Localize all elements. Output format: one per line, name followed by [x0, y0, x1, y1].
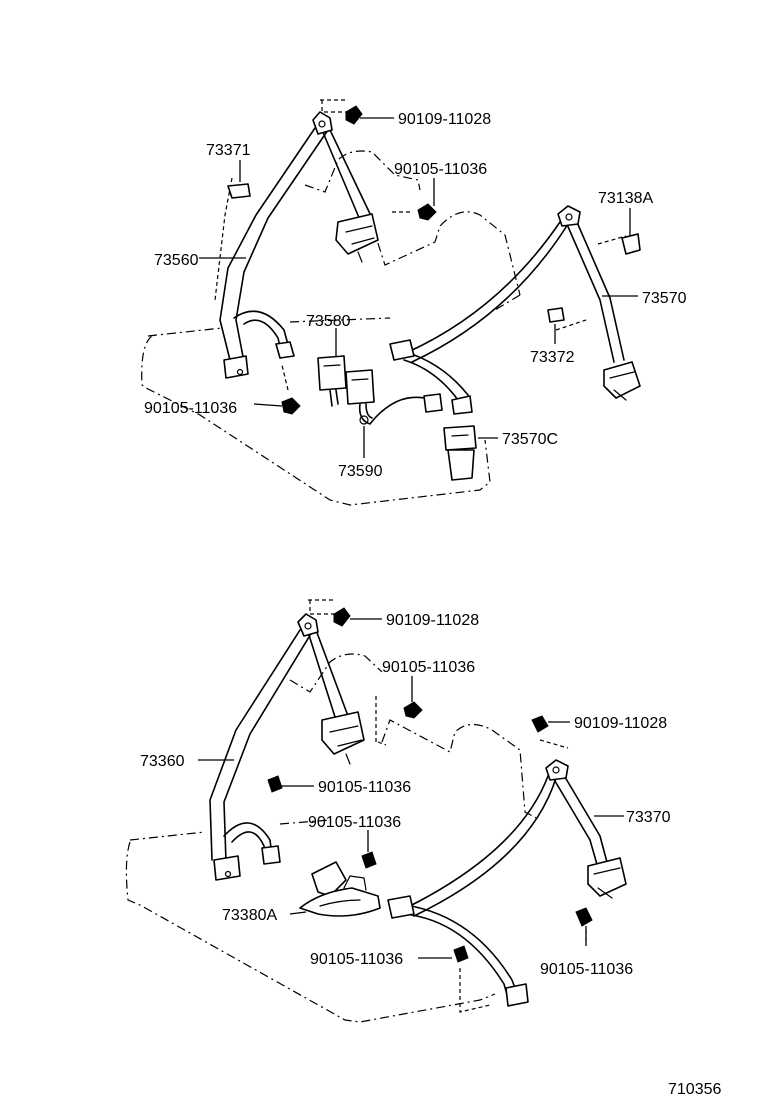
bolt-bottom-mid-part	[267, 775, 283, 793]
label-bottom-90109-11028: 90109-11028	[386, 612, 479, 629]
bottom-seatback-outline	[289, 653, 383, 693]
buckle-73580	[317, 355, 347, 407]
bottom-seat-outline	[125, 719, 541, 1023]
bolt-bottom-floor-part	[453, 945, 469, 963]
label-top-90105-11036-retractor: 90105-11036	[394, 161, 487, 178]
bolt-bottom-retractor-part	[403, 701, 423, 719]
top-assembly: 90109-11028 90105-11036 73371 73560 7313…	[141, 99, 687, 506]
bolt-bottom-right-lower-part	[575, 907, 593, 927]
label-73570c: 73570C	[502, 431, 558, 448]
bolt-top-lower-part	[281, 397, 301, 415]
top-bolt-dashes	[214, 99, 627, 391]
label-73590: 73590	[338, 463, 383, 480]
buckle-73590	[345, 369, 443, 425]
cover-73372-part	[547, 307, 565, 323]
label-top-90109-11028: 90109-11028	[398, 111, 491, 128]
label-top-90105-11036-lower: 90105-11036	[144, 400, 237, 417]
label-bottom-90105-11036-buckle: 90105-11036	[308, 814, 401, 831]
label-73380a: 73380A	[222, 907, 277, 924]
label-bottom-90109-11028-right: 90109-11028	[574, 715, 667, 732]
label-73360: 73360	[140, 753, 185, 770]
top-seat-outline	[141, 211, 521, 506]
bolt-bottom-upper-right-part	[531, 715, 549, 733]
label-73370: 73370	[626, 809, 671, 826]
diagram-id: 710356	[668, 1081, 721, 1098]
buckle-73380a	[299, 861, 381, 917]
belt-73370	[387, 759, 627, 1007]
top-leaders	[199, 117, 638, 458]
bolt-bottom-upper-part	[333, 607, 351, 627]
belt-73560	[219, 111, 379, 379]
label-73372: 73372	[530, 349, 575, 366]
cover-73371-part	[227, 183, 251, 199]
label-73371: 73371	[206, 142, 251, 159]
bolt-top-retractor-part	[417, 203, 437, 221]
label-bottom-90105-11036-retractor: 90105-11036	[382, 659, 475, 676]
buckle-73570c	[443, 425, 477, 481]
bottom-assembly: 90109-11028 90105-11036 90109-11028 7336…	[125, 599, 671, 1023]
label-73138a: 73138A	[598, 190, 653, 207]
belt-73360	[209, 613, 365, 881]
label-73580: 73580	[306, 313, 351, 330]
bottom-bolt-dashes	[308, 599, 587, 1013]
belt-73570	[389, 205, 641, 415]
label-bottom-90105-11036-right-lower: 90105-11036	[540, 961, 633, 978]
bottom-leaders	[198, 618, 624, 959]
label-bottom-90105-11036-mid: 90105-11036	[318, 779, 411, 796]
label-73570: 73570	[642, 290, 687, 307]
top-seatback-outline	[304, 150, 421, 193]
bolt-top-upper-part	[345, 105, 363, 125]
cover-73138a-part	[621, 233, 641, 255]
label-73560: 73560	[154, 252, 199, 269]
bolt-bottom-buckle-part	[361, 851, 377, 869]
label-bottom-90105-11036-floor: 90105-11036	[310, 951, 403, 968]
